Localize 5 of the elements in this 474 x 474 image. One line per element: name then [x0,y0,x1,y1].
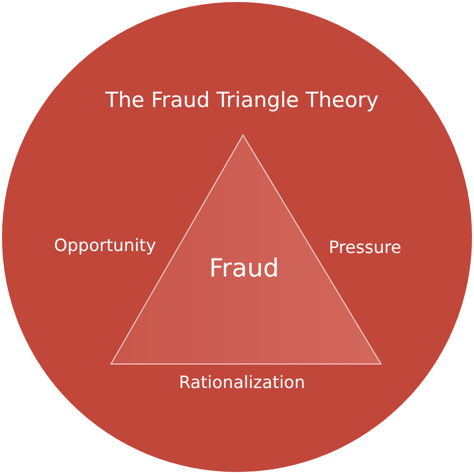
node-label: Fraud [209,254,279,282]
side-label: Opportunity [54,236,156,256]
side-label: Pressure [328,238,402,258]
side-label: Rationalization [178,373,306,393]
title: The Fraud Triangle Theory [105,88,379,112]
